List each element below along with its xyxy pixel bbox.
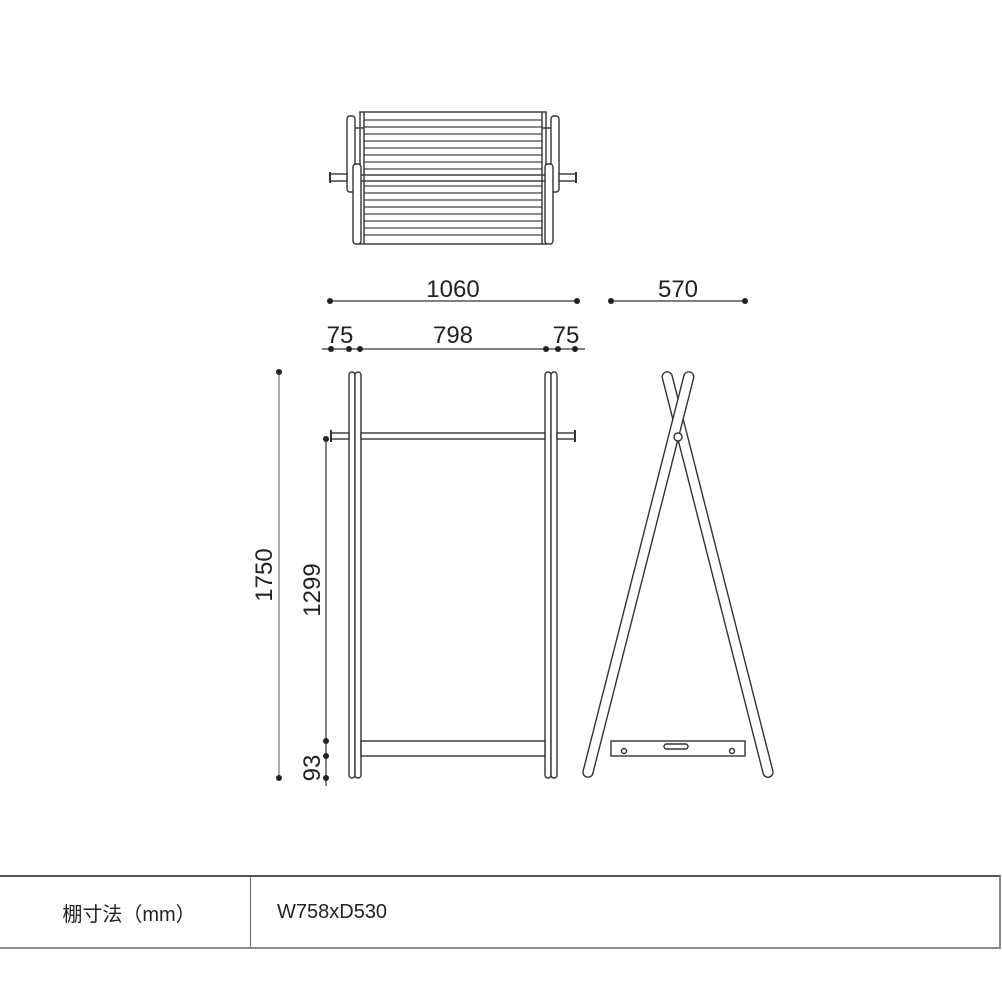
dimension-overall-width: 1060 xyxy=(327,276,580,304)
side-view xyxy=(582,371,774,778)
svg-text:1060: 1060 xyxy=(426,276,479,303)
dimension-rail-height: 1299 xyxy=(299,436,329,744)
top-view xyxy=(329,111,577,245)
svg-text:75: 75 xyxy=(327,322,354,349)
svg-text:1750: 1750 xyxy=(251,548,278,601)
spec-table: 棚寸法（mm） W758xD530 xyxy=(0,875,1001,949)
svg-text:93: 93 xyxy=(299,755,326,782)
technical-drawing: 1060 570 75 798 75 xyxy=(251,111,774,786)
dimension-overall-height: 1750 xyxy=(251,369,282,781)
svg-text:1299: 1299 xyxy=(299,563,326,616)
dimension-overall-depth: 570 xyxy=(608,276,748,304)
svg-text:75: 75 xyxy=(553,322,580,349)
dimension-breakdown: 75 798 75 xyxy=(322,322,585,352)
spec-value-shelf-size: W758xD530 xyxy=(277,900,388,923)
svg-text:798: 798 xyxy=(433,322,473,349)
svg-text:570: 570 xyxy=(658,276,698,303)
spec-label-shelf-size: 棚寸法（mm） xyxy=(0,877,251,947)
dimension-shelf-height: 93 xyxy=(299,741,329,786)
front-view xyxy=(330,371,576,779)
